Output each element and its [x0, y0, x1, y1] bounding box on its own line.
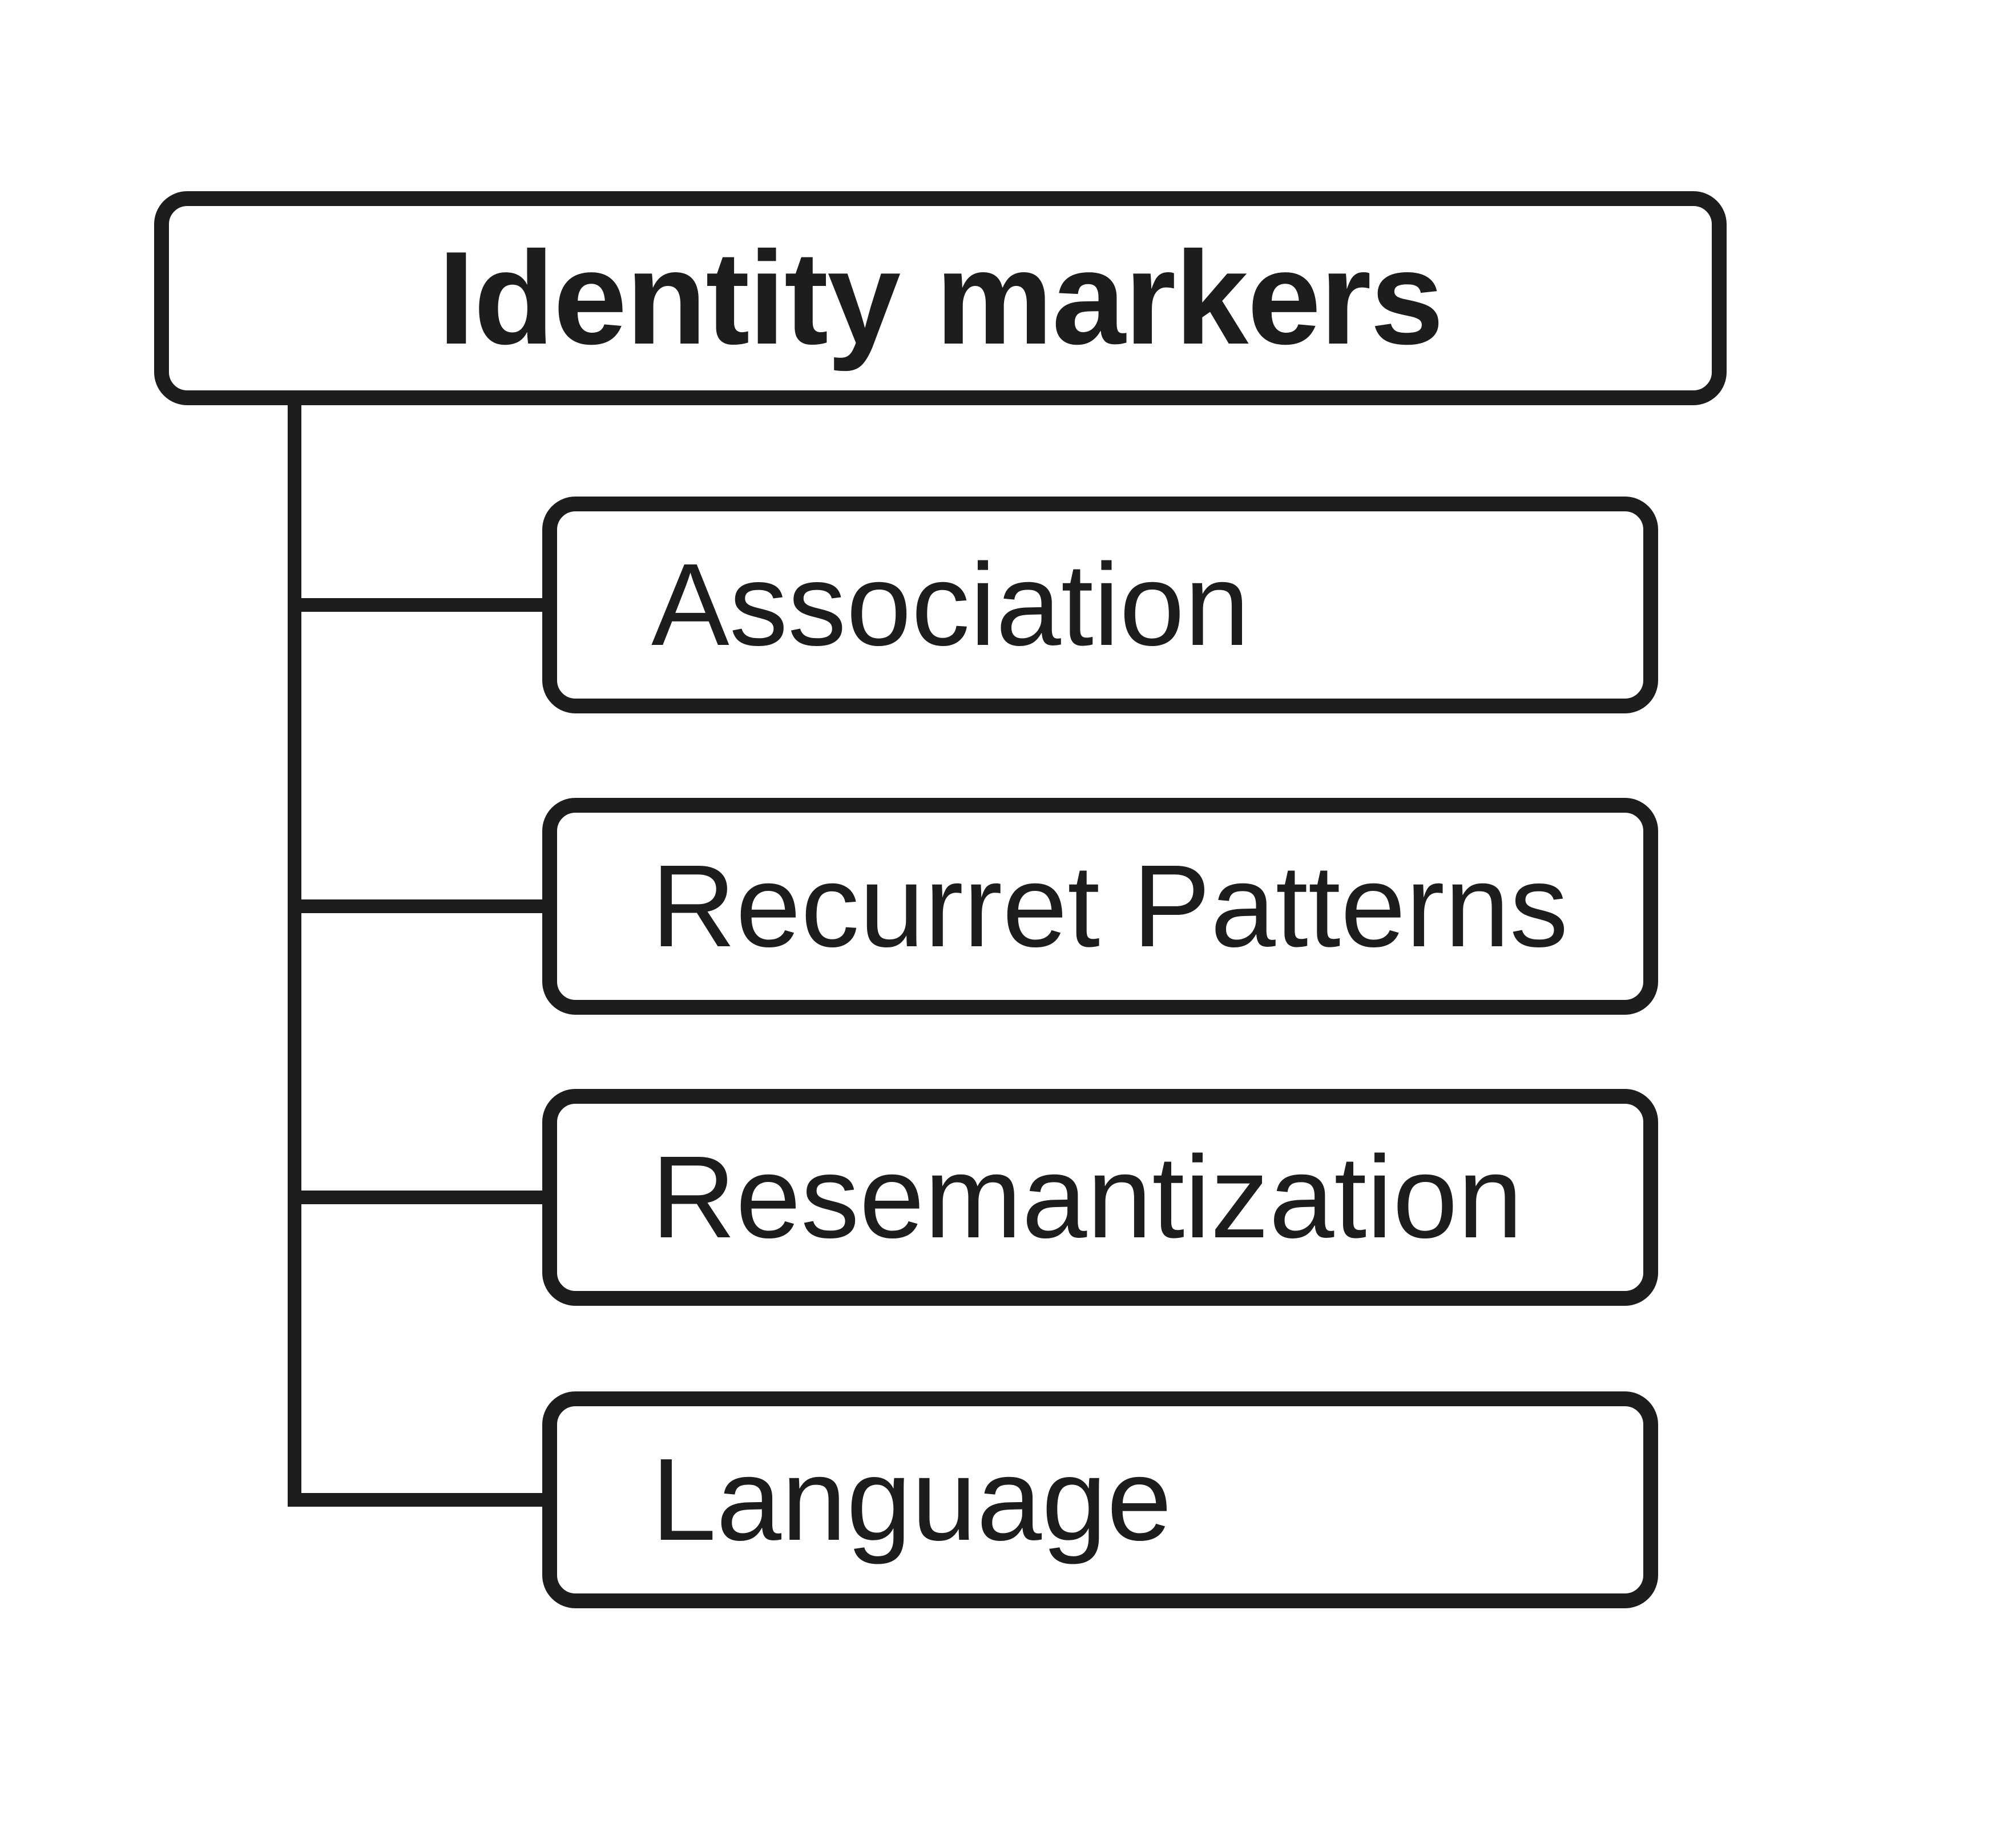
node-resemantization-label: Resemantization: [651, 1132, 1523, 1262]
node-recurret-patterns: Recurret Patterns: [542, 798, 1658, 1015]
connector-branch-resemantization: [288, 1191, 550, 1204]
node-language: Language: [542, 1391, 1658, 1608]
node-language-label: Language: [651, 1434, 1172, 1565]
connector-trunk-line: [288, 400, 301, 1507]
connector-branch-association: [288, 598, 550, 612]
node-recurret-patterns-label: Recurret Patterns: [651, 841, 1569, 971]
node-identity-markers-label: Identity markers: [438, 224, 1444, 372]
node-association: Association: [542, 497, 1658, 713]
connector-branch-language: [288, 1493, 550, 1507]
node-resemantization: Resemantization: [542, 1089, 1658, 1306]
node-association-label: Association: [651, 539, 1250, 670]
connector-branch-recurret-patterns: [288, 899, 550, 913]
node-identity-markers: Identity markers: [154, 191, 1727, 405]
